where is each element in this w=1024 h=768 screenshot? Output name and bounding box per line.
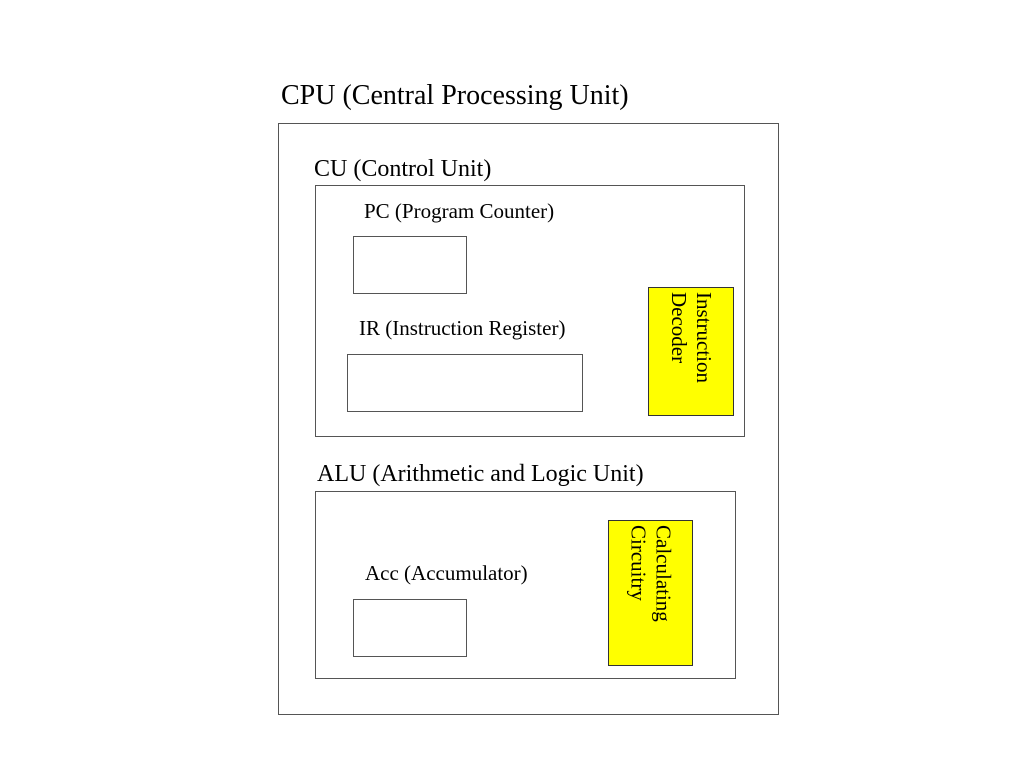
alu-title: ALU (Arithmetic and Logic Unit) (317, 461, 644, 487)
cpu-title: CPU (Central Processing Unit) (281, 80, 629, 111)
calc-line-2: Circuitry (626, 525, 651, 601)
calc-line-1: Calculating (651, 525, 676, 622)
ir-label: IR (Instruction Register) (359, 316, 566, 340)
instruction-decoder-box: Instruction Decoder (648, 287, 734, 416)
acc-label: Acc (Accumulator) (365, 561, 528, 585)
pc-register-box (353, 236, 467, 294)
decoder-line-2: Decoder (667, 292, 691, 364)
decoder-line-1: Instruction (692, 292, 716, 383)
pc-label: PC (Program Counter) (364, 199, 555, 223)
instruction-decoder-label: Instruction Decoder (649, 288, 733, 415)
calculating-circuitry-box: Calculating Circuitry (608, 520, 693, 666)
acc-register-box (353, 599, 467, 657)
calculating-circuitry-label: Calculating Circuitry (609, 521, 692, 665)
ir-register-box (347, 354, 583, 412)
cu-title: CU (Control Unit) (314, 156, 492, 182)
